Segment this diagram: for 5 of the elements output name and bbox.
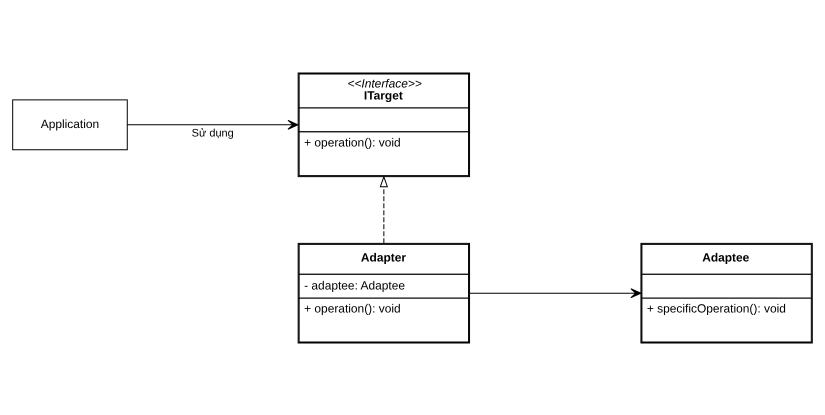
node-box: Application [12,98,128,150]
arrow [380,174,388,244]
arrow [469,288,642,298]
edge-label: Sử dụng [192,127,234,140]
arrow [127,119,298,130]
